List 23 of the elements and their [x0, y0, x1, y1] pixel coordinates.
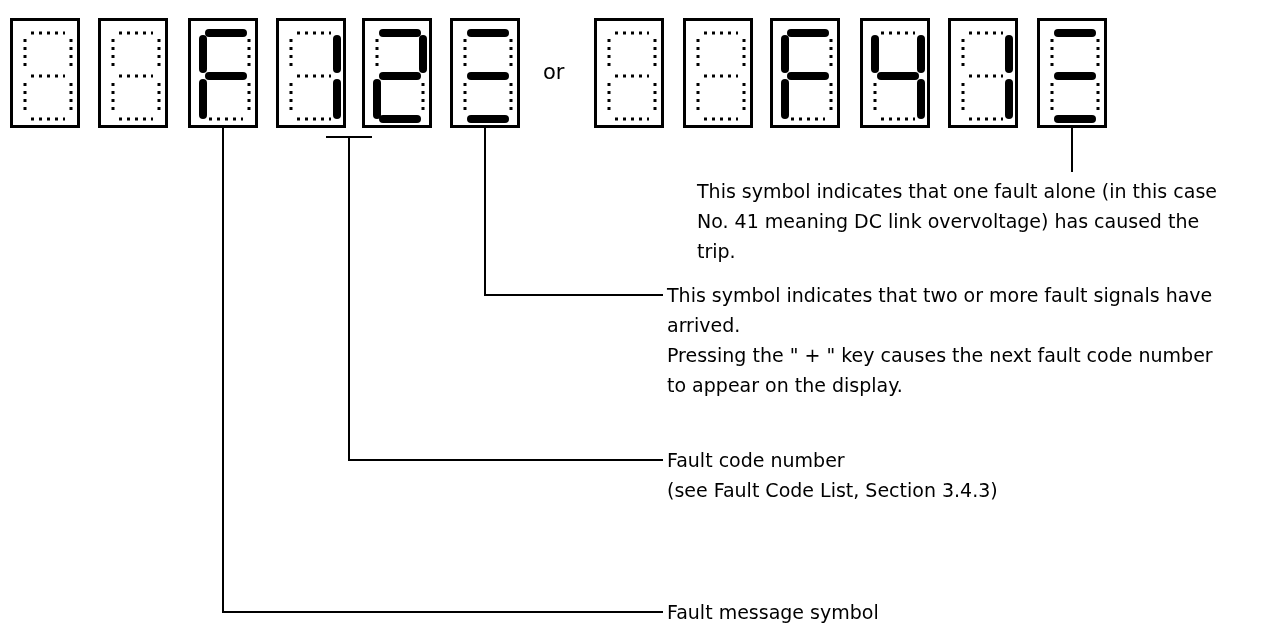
display-digit — [1037, 18, 1107, 128]
callout-text: This symbol indicates that two or more fault signals have arrived. — [667, 283, 1214, 338]
or-text: or — [543, 60, 565, 84]
display-digit — [450, 18, 520, 128]
display-digit — [98, 18, 168, 128]
leader-line — [1071, 127, 1073, 173]
callout-text: This symbol indicates that one fault alone (in this case No. 41 meaning DC link overvoltage) has caused the trip. — [697, 179, 1218, 264]
callout-note: Pressing the " + " key causes the next fault code number to appear on the display. — [667, 343, 1214, 398]
display-digit — [948, 18, 1018, 128]
leader-line — [325, 136, 664, 461]
callout-text: Fault message symbol — [667, 600, 880, 625]
display-digit — [683, 18, 753, 128]
leader-line — [484, 127, 664, 296]
leader-line — [222, 127, 664, 613]
display-digit — [188, 18, 258, 128]
display-digit — [362, 18, 432, 128]
display-digit — [594, 18, 664, 128]
callout-note: (see Fault Code List, Section 3.4.3) — [667, 478, 999, 503]
display-digit — [276, 18, 346, 128]
display-digit — [10, 18, 80, 128]
display-digit — [770, 18, 840, 128]
display-digit — [860, 18, 930, 128]
callout-text: Fault code number — [667, 448, 846, 473]
